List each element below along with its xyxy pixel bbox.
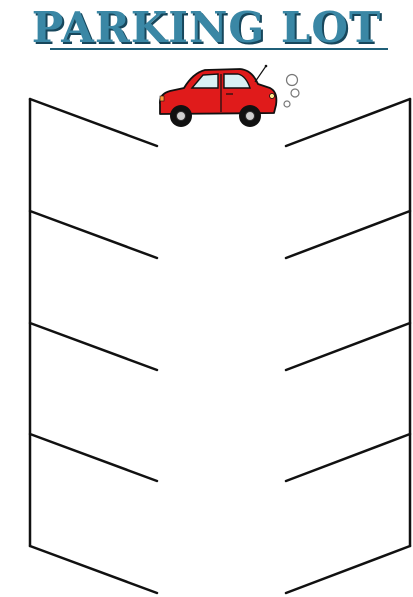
right-divider-1 — [286, 99, 410, 146]
left-divider-2 — [30, 211, 157, 258]
exhaust-puffs-icon — [284, 75, 299, 108]
right-divider-2 — [286, 211, 410, 258]
left-divider-4 — [30, 434, 157, 481]
left-divider-3 — [30, 323, 157, 370]
right-divider-5 — [286, 546, 410, 593]
left-divider-1 — [30, 99, 157, 146]
right-divider-4 — [286, 434, 410, 481]
left-divider-5 — [30, 546, 157, 593]
right-divider-3 — [286, 323, 410, 370]
red-car-icon — [160, 65, 276, 127]
